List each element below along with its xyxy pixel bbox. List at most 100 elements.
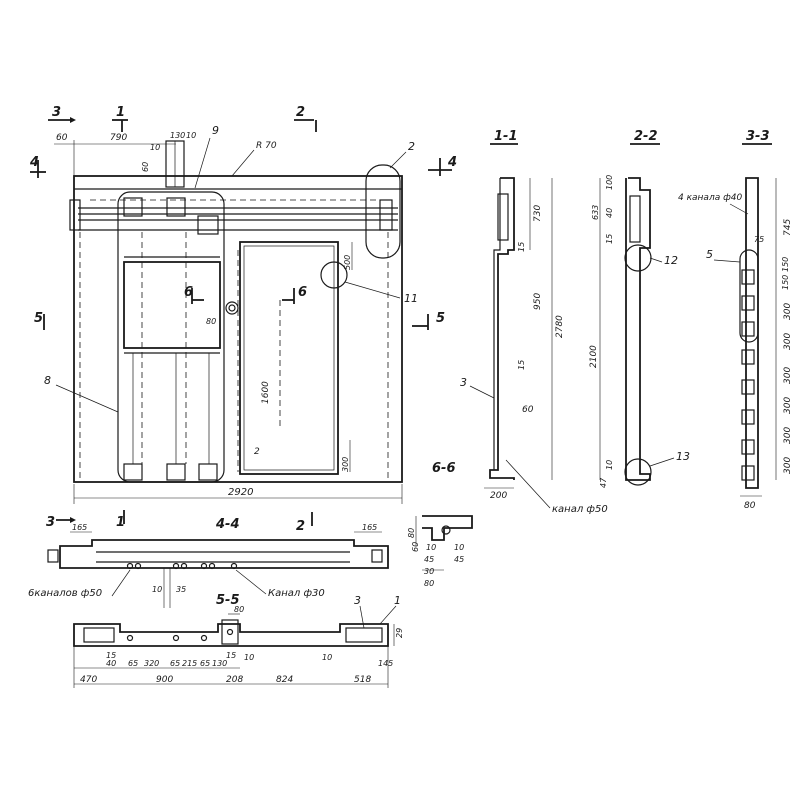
section-title-6-6: 6-6 xyxy=(432,461,456,476)
dim-10b: 10 xyxy=(322,653,332,662)
door-inner-line xyxy=(243,245,335,471)
leader-line xyxy=(379,605,397,625)
socket xyxy=(741,379,755,395)
leader-line xyxy=(235,569,267,595)
callout-12: 12 xyxy=(664,254,678,267)
socket xyxy=(741,269,755,285)
dim-10: 10 xyxy=(152,585,162,594)
dim-10: 10 xyxy=(605,460,614,470)
dim-2780: 2780 xyxy=(555,315,565,338)
channel-hole xyxy=(172,634,180,642)
dim-10b: 10 xyxy=(454,543,464,552)
leader-line xyxy=(649,257,663,263)
section-title-1-1: 1-1 xyxy=(494,129,518,144)
profile-outline xyxy=(625,177,651,481)
socket xyxy=(166,463,186,481)
channel-hole xyxy=(134,562,142,570)
dim-75: 75 xyxy=(754,235,764,244)
dim-60: 60 xyxy=(56,133,68,143)
callout-1-plan: 1 xyxy=(394,594,401,607)
socket xyxy=(198,463,218,481)
profile-inner xyxy=(493,178,501,470)
section-title-2-2: 2-2 xyxy=(634,129,658,144)
dim-745: 745 xyxy=(783,219,793,236)
plan-recess xyxy=(83,627,115,643)
channel-hole-inner xyxy=(228,304,236,312)
dim-130: 130 xyxy=(212,659,227,668)
dim-300d: 300 xyxy=(783,397,793,414)
end-socket xyxy=(371,549,383,563)
channel-hole xyxy=(226,628,234,636)
dim-45a: 45 xyxy=(424,555,434,564)
callout-2-small: 2 xyxy=(254,447,260,457)
dim-150b: 150 xyxy=(781,275,790,290)
dim-40: 40 xyxy=(106,659,116,668)
door-opening xyxy=(239,241,339,475)
socket xyxy=(741,321,755,337)
cut-arrow xyxy=(70,117,76,123)
socket xyxy=(166,197,186,217)
socket xyxy=(123,463,143,481)
leader-line xyxy=(344,281,401,299)
callout-3: 3 xyxy=(460,376,467,389)
dim-2100: 2100 xyxy=(589,345,599,368)
dim-10: 10 xyxy=(186,131,196,140)
section-mark-1: 1 xyxy=(116,105,125,120)
callout-circle-11 xyxy=(320,261,348,289)
dim-80: 80 xyxy=(744,501,756,511)
profile-outline xyxy=(489,177,515,480)
dim-80: 80 xyxy=(206,317,216,326)
dim-60: 60 xyxy=(411,542,420,552)
leader-line xyxy=(231,149,255,177)
dim-500: 500 xyxy=(343,255,352,270)
dim-10a: 10 xyxy=(426,543,436,552)
cut-arrow xyxy=(70,517,76,523)
section-mark-1-bottom: 1 xyxy=(116,515,125,530)
callout-oval-2 xyxy=(365,164,401,259)
dim-15: 15 xyxy=(605,234,614,244)
section-mark-5-left: 5 xyxy=(34,311,43,326)
dim-150a: 150 xyxy=(781,257,790,272)
end-block-right xyxy=(379,199,393,231)
callout-2: 2 xyxy=(408,140,415,153)
socket xyxy=(123,197,143,217)
dim-29: 29 xyxy=(395,628,404,638)
dim-165a: 165 xyxy=(72,523,87,532)
callout-9: 9 xyxy=(212,124,219,137)
dim-130: 130 xyxy=(170,131,185,140)
radius-label: R 70 xyxy=(256,141,277,151)
profile-outline xyxy=(422,515,473,541)
dim-300c: 300 xyxy=(783,367,793,384)
main-view xyxy=(69,140,403,483)
callout-11: 11 xyxy=(404,292,418,305)
channel-hole xyxy=(126,562,134,570)
channel-hole xyxy=(126,634,134,642)
window-opening xyxy=(123,261,221,349)
channel-hole xyxy=(441,525,451,535)
section-2-2: 2-2 633 100 40 15 2100 10 47 12 13 xyxy=(589,129,690,488)
dim-200: 200 xyxy=(490,491,507,501)
dim-165b: 165 xyxy=(362,523,377,532)
dim-300b: 300 xyxy=(783,333,793,350)
channel-hole xyxy=(172,562,180,570)
dim-730: 730 xyxy=(533,205,543,222)
dim-65b: 65 xyxy=(170,659,180,668)
leader-line xyxy=(111,569,131,597)
dim-65a: 65 xyxy=(128,659,138,668)
dim-320: 320 xyxy=(144,659,159,668)
dim-300a: 300 xyxy=(783,303,793,320)
dim-215: 215 xyxy=(182,659,197,668)
socket xyxy=(741,439,755,455)
section-mark-6-left: 6 xyxy=(184,285,193,300)
dim-80b: 80 xyxy=(424,579,434,588)
dim-45b: 45 xyxy=(454,555,464,564)
label-channel-30: Канал ф30 xyxy=(268,588,325,599)
dim-300e: 300 xyxy=(783,427,793,444)
dim-65c: 65 xyxy=(200,659,210,668)
profile-outline xyxy=(745,177,759,489)
dim-10b: 10 xyxy=(150,143,160,152)
channel-hole xyxy=(208,562,216,570)
callout-circle-13 xyxy=(624,458,652,486)
socket xyxy=(741,465,755,481)
plan-block xyxy=(221,619,239,645)
